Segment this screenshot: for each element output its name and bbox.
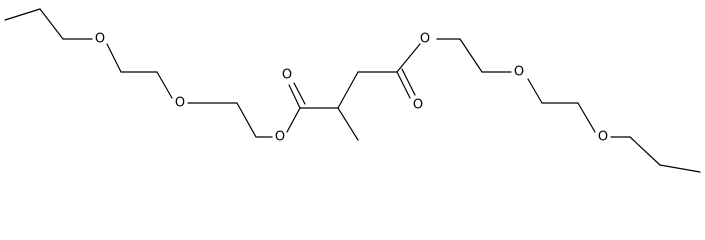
oxygen-label: O: [420, 32, 430, 47]
bond: [396, 43, 421, 73]
bond: [293, 82, 306, 105]
oxygen-label: O: [598, 130, 608, 145]
oxygen-label: O: [275, 130, 285, 145]
bond: [106, 43, 122, 73]
bond: [337, 107, 359, 141]
bond: [527, 78, 543, 104]
bond: [288, 84, 301, 109]
bond: [39, 8, 64, 40]
oxygen-label: O: [282, 68, 292, 83]
bond: [236, 102, 257, 138]
bond: [4, 8, 41, 21]
bond-skeleton: [4, 8, 701, 173]
bond: [629, 136, 661, 166]
chemical-structure-diagram: O O O O O O O O: [4, 8, 701, 173]
bond: [459, 38, 483, 73]
bond: [401, 68, 416, 96]
atom-labels: O O O O O O O O: [95, 32, 608, 145]
oxygen-label: O: [95, 32, 105, 47]
bond: [156, 71, 173, 99]
oxygen-label: O: [514, 65, 524, 80]
bond: [396, 71, 411, 99]
bond: [659, 164, 701, 173]
bond: [577, 102, 596, 133]
bond: [337, 71, 359, 109]
oxygen-label: O: [175, 96, 185, 111]
oxygen-label: O: [413, 98, 423, 113]
bond: [286, 107, 301, 133]
